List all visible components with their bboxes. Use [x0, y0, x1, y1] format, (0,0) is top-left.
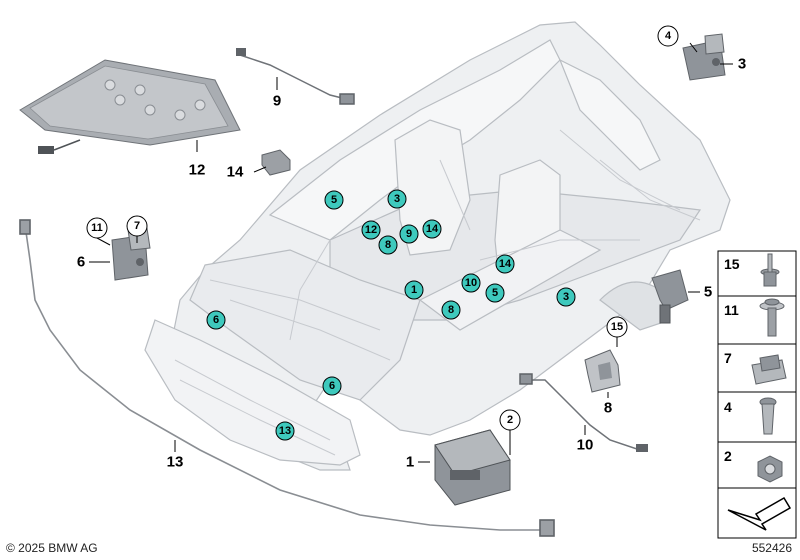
car-body-details	[174, 129, 701, 456]
svg-text:2: 2	[724, 448, 732, 464]
svg-text:7: 7	[724, 350, 732, 366]
marker-5-a: 5	[324, 190, 344, 210]
part-1-control-unit	[434, 429, 511, 506]
part-9-wiring-harness	[236, 48, 355, 105]
svg-text:14: 14	[499, 258, 512, 270]
label-6: 6	[77, 254, 85, 271]
svg-text:4: 4	[724, 399, 732, 415]
marker-14-b: 14	[495, 254, 515, 274]
label-9: 9	[273, 93, 281, 110]
svg-text:6: 6	[329, 380, 335, 392]
marker-12: 12	[361, 220, 381, 240]
fastener-11-tile: 11	[717, 295, 797, 345]
svg-text:10: 10	[465, 277, 477, 289]
callout-7: 7	[126, 215, 148, 237]
label-13: 13	[167, 454, 184, 471]
copyright-text: © 2025 BMW AG	[6, 541, 98, 555]
svg-text:3: 3	[563, 291, 569, 303]
svg-text:3: 3	[394, 193, 400, 205]
marker-8-b: 8	[441, 300, 461, 320]
svg-text:1: 1	[411, 284, 417, 296]
callout-11: 11	[86, 217, 108, 239]
svg-text:8: 8	[448, 304, 454, 316]
svg-text:2: 2	[507, 414, 513, 426]
svg-text:11: 11	[91, 222, 103, 234]
part-13-antenna-cable	[19, 219, 555, 537]
fastener-4-tile: 4	[717, 391, 797, 443]
part-14-small-module	[261, 149, 291, 176]
svg-text:6: 6	[213, 314, 219, 326]
callout-15: 15	[606, 316, 628, 338]
svg-text:12: 12	[365, 224, 377, 236]
hex-nut-icon	[757, 455, 783, 483]
marker-1: 1	[404, 280, 424, 300]
leader-lines	[89, 42, 733, 463]
label-1: 1	[406, 454, 414, 471]
svg-text:7: 7	[134, 220, 140, 232]
svg-text:8: 8	[385, 239, 391, 251]
svg-text:11: 11	[724, 302, 739, 318]
label-14: 14	[227, 164, 244, 181]
fastener-2-tile: 2	[717, 441, 797, 489]
svg-text:5: 5	[331, 194, 337, 206]
part-number-labels: 9 3 12 14 6 13 5 8 10 1	[77, 56, 746, 471]
screw-with-washer-icon	[759, 298, 785, 337]
part-3-sensor-top	[682, 33, 726, 81]
car-body	[144, 21, 731, 471]
svg-text:15: 15	[724, 256, 740, 272]
navigation-tile	[717, 487, 797, 539]
marker-6-a: 6	[206, 310, 226, 330]
label-10: 10	[577, 437, 594, 454]
label-3: 3	[738, 56, 746, 73]
marker-6-b: 6	[322, 376, 342, 396]
bolt-icon	[759, 397, 777, 435]
car-location-markers: 5 3 12 9 14 8 10 14 1 8 5 3 6 6 13	[206, 189, 576, 441]
svg-text:15: 15	[611, 321, 623, 333]
svg-text:4: 4	[665, 30, 672, 42]
fastener-panel: 15 11 7 4	[717, 250, 797, 539]
label-12: 12	[189, 162, 206, 179]
marker-5-b: 5	[485, 283, 505, 303]
label-8: 8	[604, 400, 612, 417]
part-5-sensor-right	[651, 269, 689, 324]
part-6-sensor-left	[111, 227, 151, 281]
svg-text:5: 5	[492, 287, 498, 299]
part-8-bracket	[584, 349, 621, 393]
nut-clip-icon	[751, 354, 787, 385]
svg-text:9: 9	[406, 228, 412, 240]
part-12-seat-mat	[19, 59, 241, 154]
circled-callouts: 4 11 7 15 2	[86, 25, 679, 431]
fastener-15-tile: 15	[717, 250, 797, 297]
fastener-7-tile: 7	[717, 343, 797, 393]
diagram-id: 552426	[751, 541, 792, 555]
svg-text:14: 14	[426, 223, 439, 235]
callout-2: 2	[499, 409, 521, 431]
marker-8-a: 8	[378, 235, 398, 255]
callout-4: 4	[657, 25, 679, 47]
marker-13: 13	[275, 421, 295, 441]
marker-14-a: 14	[422, 219, 442, 239]
arrow-icon	[727, 496, 792, 531]
clip-icon	[760, 253, 780, 287]
marker-3-b: 3	[556, 287, 576, 307]
label-5: 5	[704, 284, 712, 301]
part-10-wiring-harness	[519, 373, 648, 452]
marker-9: 9	[399, 224, 419, 244]
svg-text:13: 13	[279, 425, 291, 437]
marker-10: 10	[461, 273, 481, 293]
marker-3-a: 3	[387, 189, 407, 209]
